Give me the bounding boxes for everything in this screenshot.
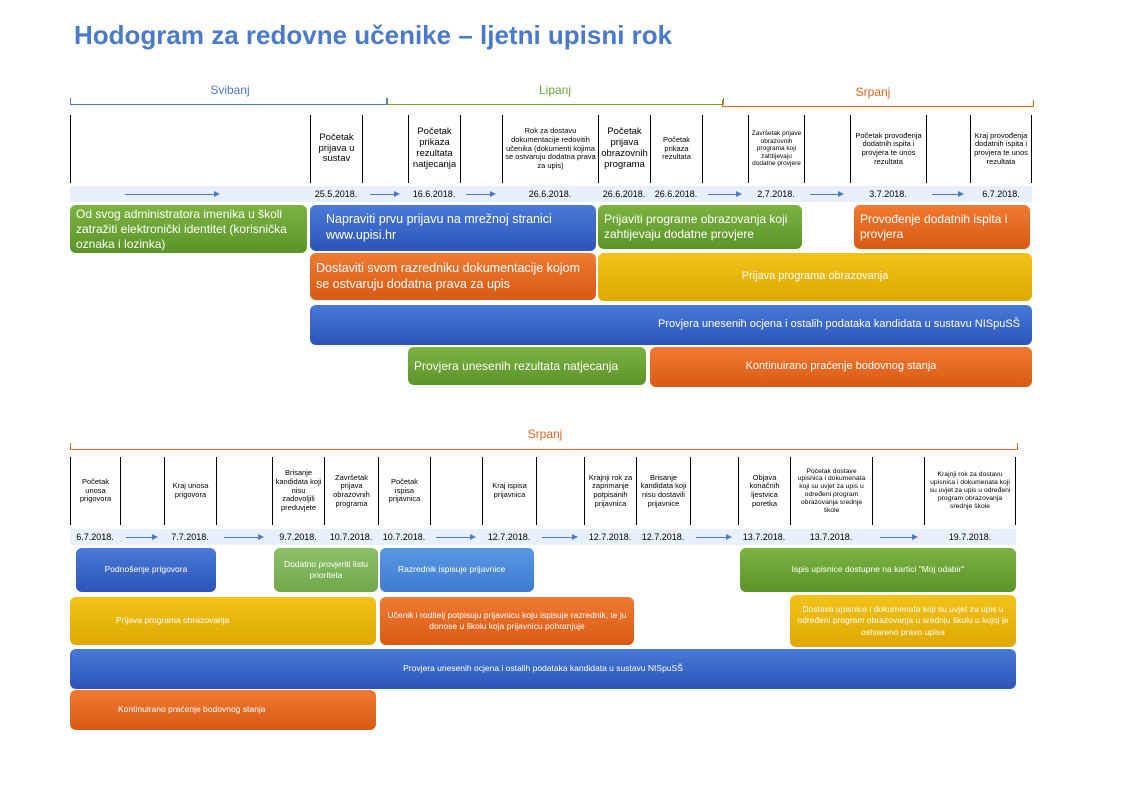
- milestone-date: 12.7.2018.: [487, 532, 531, 542]
- month-label: Svibanj: [210, 83, 250, 97]
- timeline-milestone: Početak provođenja dodatnih ispita i pro…: [850, 115, 926, 183]
- activity-box: Prijava programa obrazovanja: [598, 253, 1032, 301]
- timeline-milestone: Završetak prijave obrazovnih programa ko…: [748, 115, 804, 183]
- page-title: Hodogram za redovne učenike – ljetni upi…: [74, 20, 673, 50]
- month-bracket: [722, 100, 1034, 107]
- activity-box: Provjera unesenih ocjena i ostalih podat…: [310, 305, 1032, 345]
- milestone-date: 9.7.2018.: [279, 532, 317, 542]
- activity-box: Dodatno provjeriti listu prioriteta: [274, 548, 378, 592]
- timeline-milestone: Brisanje kandidata koji nisu zadovoljili…: [272, 457, 324, 525]
- milestone-date: 16.6.2018.: [412, 189, 456, 199]
- timeline-milestone: Rok za dostavu dokumentacije redovitih u…: [502, 115, 598, 183]
- timeline-milestone: Krajnji rok za zaprimanje potpisanih pri…: [584, 457, 636, 525]
- arrow-icon: [370, 186, 400, 202]
- timeline-milestone: [460, 115, 502, 183]
- arrow-icon: [932, 186, 964, 202]
- timeline-milestone: Početak unosa prigovora: [70, 457, 120, 525]
- timeline-milestone: [804, 115, 850, 183]
- date-band: [70, 186, 1032, 202]
- milestone-date: 19.7.2018.: [948, 532, 992, 542]
- activity-box: Prijaviti programe obrazovanja koji zaht…: [598, 205, 802, 249]
- month-bracket: [386, 98, 724, 105]
- activity-box: Učenik i roditelj potpisuju prijavnicu k…: [380, 597, 634, 645]
- milestone-date: 13.7.2018.: [809, 532, 853, 542]
- month-label: Srpanj: [527, 427, 563, 441]
- milestone-date: 26.6.2018.: [654, 189, 698, 199]
- timeline-milestone: [926, 115, 970, 183]
- milestone-date: 13.7.2018.: [742, 532, 786, 542]
- timeline-milestone: Početak prijava u sustav: [310, 115, 362, 183]
- activity-box: Dostaviti svom razredniku dokumentacije …: [310, 253, 596, 300]
- timeline-milestone: Završetak prijava obrazovnih programa: [324, 457, 378, 525]
- activity-box: Provjera unesenih ocjena i ostalih podat…: [70, 649, 1016, 689]
- timeline-milestone: [690, 457, 738, 525]
- timeline-milestone: [872, 457, 924, 525]
- arrow-icon: [810, 186, 844, 202]
- milestone-date: 7.7.2018.: [171, 532, 209, 542]
- timeline-milestone: [430, 457, 482, 525]
- month-bracket: [70, 98, 388, 105]
- activity-box: Podnošenje prigovora: [76, 548, 216, 592]
- timeline-milestone: [70, 115, 310, 183]
- arrow-icon: [880, 529, 918, 545]
- timeline-milestone: Krajnji rok za dostavu upisnica i dokume…: [924, 457, 1016, 525]
- milestone-date: 6.7.2018.: [76, 532, 114, 542]
- milestone-date: 6.7.2018.: [982, 189, 1020, 199]
- activity-box: Prijava programa obrazovanja: [70, 597, 376, 645]
- milestone-date: 26.6.2018.: [528, 189, 572, 199]
- milestone-date: 12.7.2018.: [641, 532, 685, 542]
- activity-box: Od svog administratora imenika u školi z…: [70, 205, 307, 253]
- timeline-milestone: Početak prikaza rezultata natjecanja: [408, 115, 460, 183]
- timeline-milestone: Kraj provođenja dodatnih ispita i provje…: [970, 115, 1032, 183]
- milestone-date: 10.7.2018.: [329, 532, 373, 542]
- timeline-milestone: Početak prikaza rezultata: [650, 115, 702, 183]
- month-label: Lipanj: [538, 83, 572, 97]
- timeline-milestone: Početak ispisa prijavnica: [378, 457, 430, 525]
- arrow-icon: [542, 529, 578, 545]
- timeline-milestone: Kraj ispisa prijavnica: [482, 457, 536, 525]
- activity-box: Ispis upisnice dostupne na kartici "Moj …: [740, 548, 1016, 592]
- month-bracket: [70, 443, 1018, 450]
- timeline-milestone: [120, 457, 164, 525]
- milestone-date: 26.6.2018.: [602, 189, 646, 199]
- timeline-milestone: Objava konačnih ljestvica poretka: [738, 457, 790, 525]
- milestone-date: 12.7.2018.: [588, 532, 632, 542]
- milestone-date: 25.5.2018.: [314, 189, 358, 199]
- activity-box: Provođenje dodatnih ispita i provjera: [854, 205, 1030, 249]
- timeline-milestone: [702, 115, 748, 183]
- timeline-milestone: Kraj unosa prigovora: [164, 457, 216, 525]
- arrow-icon: [126, 529, 158, 545]
- milestone-date: 3.7.2018.: [869, 189, 907, 199]
- arrow-icon: [224, 529, 264, 545]
- timeline-milestone: Početak prijava obrazovnih programa: [598, 115, 650, 183]
- arrow-icon: [708, 186, 742, 202]
- milestone-date: 2.7.2018.: [757, 189, 795, 199]
- activity-box: Provjera unesenih rezultata natjecanja: [408, 347, 646, 385]
- arrow-icon: [466, 186, 496, 202]
- arrow-icon: [696, 529, 732, 545]
- activity-box: Kontinuirano praćenje bodovnog stanja: [70, 690, 376, 730]
- timeline-milestone: [216, 457, 272, 525]
- activity-box: Razrednik ispisuje prijavnice: [380, 548, 534, 592]
- milestone-date: 10.7.2018.: [382, 532, 426, 542]
- timeline-milestone: Brisanje kandidata koji nisu dostavili p…: [636, 457, 690, 525]
- activity-box: Napraviti prvu prijavu na mrežnoj strani…: [310, 205, 596, 251]
- timeline-milestone: Početak dostave upisnica i dokumenata ko…: [790, 457, 872, 525]
- arrow-icon: [436, 529, 476, 545]
- activity-box: Dostava upisnice i dokumenata koji su uv…: [790, 595, 1016, 647]
- month-label: Srpanj: [855, 85, 891, 99]
- arrow-icon: [125, 186, 220, 202]
- timeline-milestone: [362, 115, 408, 183]
- timeline-milestone: [536, 457, 584, 525]
- activity-box: Kontinuirano praćenje bodovnog stanja: [650, 347, 1032, 387]
